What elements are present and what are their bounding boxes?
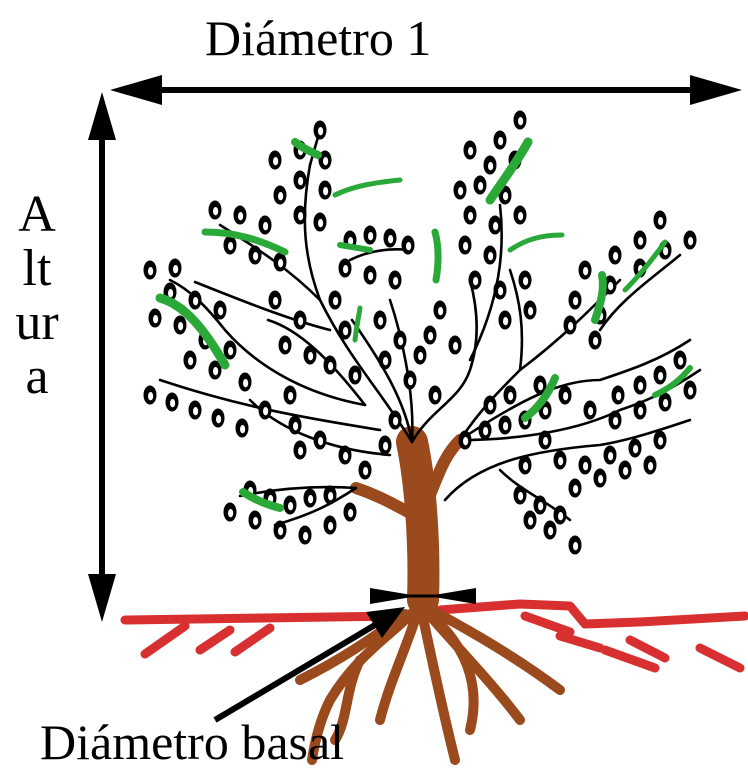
diameter-1-label: Diámetro 1 xyxy=(205,10,431,66)
basal-pointer-arrow xyxy=(215,607,405,720)
tree-trunk xyxy=(356,440,460,600)
height-label: Altura xyxy=(14,188,60,404)
diameter-1-arrow xyxy=(110,75,742,105)
basal-diameter-label: Diámetro basal xyxy=(40,714,344,770)
height-arrow xyxy=(88,92,116,622)
